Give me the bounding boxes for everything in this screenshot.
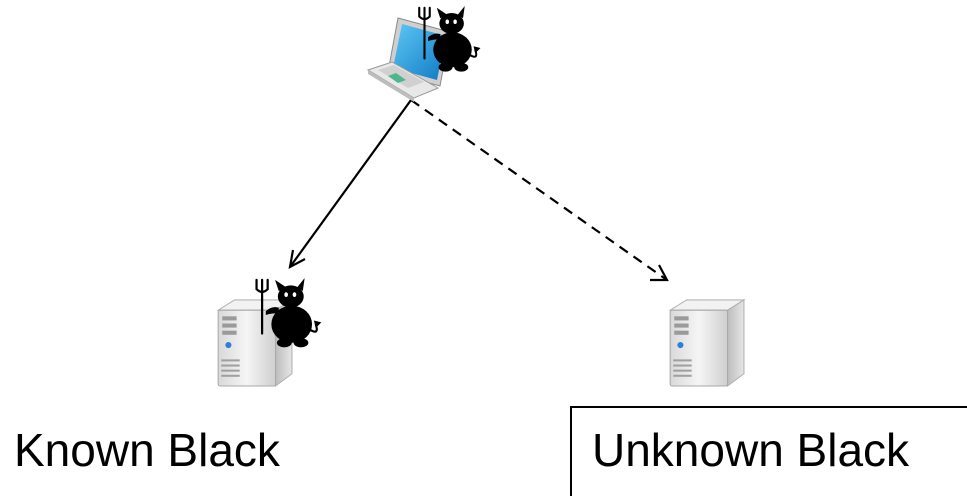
server-icon	[669, 299, 745, 387]
known-black-server-node	[217, 278, 323, 387]
edge-unknown-black	[410, 99, 669, 282]
attacker-laptop-node	[366, 6, 482, 102]
unknown-black-label-box	[570, 406, 967, 496]
known-black-label: Known Black	[14, 424, 280, 476]
edge-known-black	[288, 99, 412, 270]
unknown-black-server-node	[669, 299, 745, 387]
unknown-black-label: Unknown Black	[592, 424, 910, 476]
